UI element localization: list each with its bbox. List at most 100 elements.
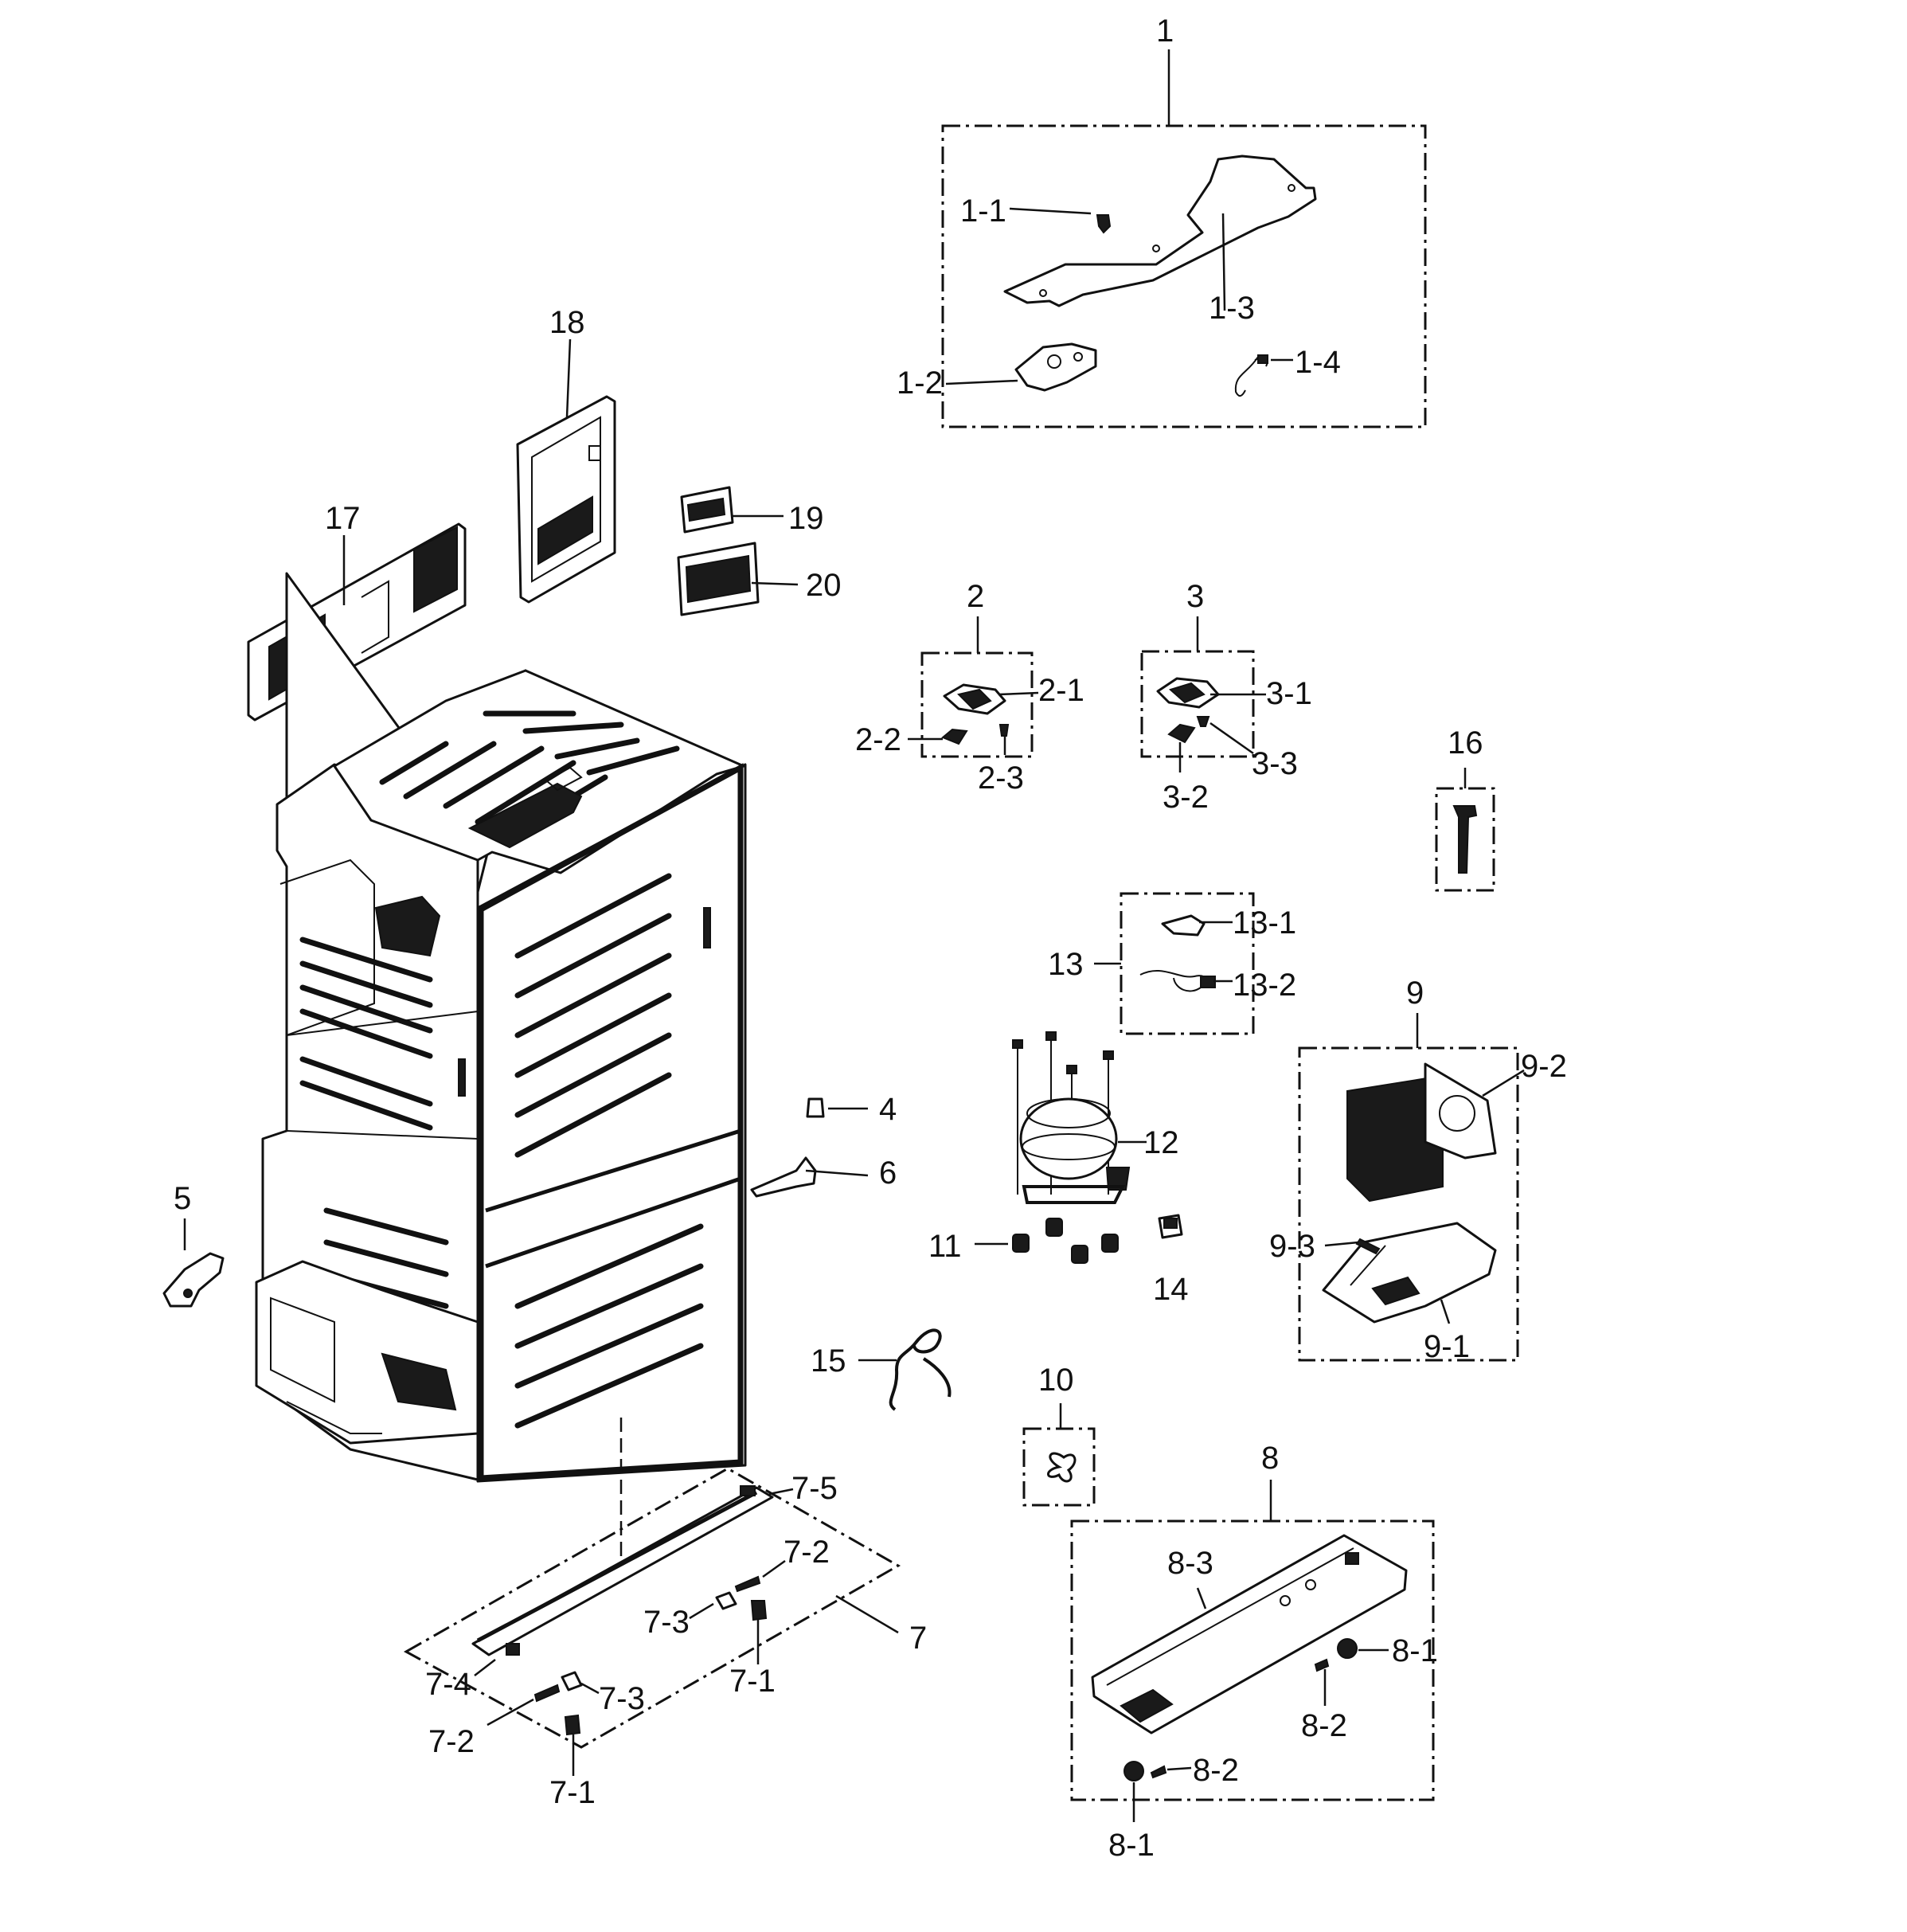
bolt-16-icon bbox=[1452, 805, 1478, 874]
label-9-2: 9-2 bbox=[1521, 1049, 1567, 1084]
group-13-boundary bbox=[1120, 892, 1255, 1035]
group-2: 2 2-1 2-2 2-3 bbox=[855, 579, 1084, 796]
group-3: 3 3-1 3-3 3-2 bbox=[1140, 579, 1312, 815]
label-8-2b: 8-2 bbox=[1193, 1753, 1239, 1788]
label-2-1: 2-1 bbox=[1038, 673, 1084, 708]
housing-9-1 bbox=[1322, 1222, 1497, 1324]
interior-grille bbox=[514, 873, 704, 1429]
hinge-block-2-2 bbox=[941, 728, 968, 745]
label-20: 20 bbox=[806, 568, 842, 603]
group-9: 9 9-2 9-3 9-1 bbox=[1269, 976, 1567, 1364]
label-3: 3 bbox=[1186, 579, 1204, 614]
label-1-2: 1-2 bbox=[897, 366, 943, 401]
hinge-block-3-2 bbox=[1167, 723, 1196, 744]
label-13: 13 bbox=[1048, 947, 1084, 982]
pin-8-2a bbox=[1314, 1658, 1330, 1672]
label-9: 9 bbox=[1406, 976, 1424, 1011]
group-17-20: 17 18 19 20 bbox=[247, 305, 842, 722]
label-1-1: 1-1 bbox=[960, 194, 1006, 229]
group-10: 10 bbox=[1022, 1363, 1096, 1507]
group-8-boundary bbox=[1070, 1519, 1435, 1801]
label-3-1: 3-1 bbox=[1266, 676, 1312, 711]
label-7-1a: 7-1 bbox=[729, 1664, 776, 1699]
label-15: 15 bbox=[811, 1343, 846, 1379]
label-1-4: 1-4 bbox=[1295, 345, 1341, 380]
label-5: 5 bbox=[174, 1181, 191, 1216]
bracket-6 bbox=[750, 1156, 817, 1198]
label-7-2a: 7-2 bbox=[784, 1535, 830, 1570]
label-7-3b: 7-3 bbox=[599, 1681, 645, 1716]
group-7-boundary bbox=[403, 1467, 901, 1749]
label-12: 12 bbox=[1143, 1125, 1179, 1160]
bracket-plate-1-3 bbox=[1003, 154, 1317, 307]
compressor-group: 12 11 bbox=[928, 1031, 1179, 1264]
label-19: 19 bbox=[788, 501, 824, 536]
label-1-3: 1-3 bbox=[1209, 291, 1255, 326]
small-parts-4-5-6: 4 6 5 bbox=[162, 1092, 897, 1308]
label-13-2: 13-2 bbox=[1233, 968, 1296, 1003]
grommet-11-icon bbox=[1012, 1234, 1030, 1253]
leveler-7-1b bbox=[564, 1714, 581, 1736]
label-2: 2 bbox=[967, 579, 984, 614]
bolt-7-2b bbox=[533, 1684, 561, 1703]
label-10: 10 bbox=[1038, 1363, 1074, 1398]
screw-2-3-icon bbox=[998, 724, 1010, 737]
group-16-boundary bbox=[1435, 787, 1495, 892]
label-11: 11 bbox=[928, 1229, 962, 1264]
group-1-boundary bbox=[941, 124, 1427, 428]
label-16: 16 bbox=[1448, 725, 1483, 761]
label-2-2: 2-2 bbox=[855, 722, 901, 757]
label-8-1b: 8-1 bbox=[1108, 1828, 1155, 1863]
screw-1-1-icon bbox=[1096, 214, 1112, 234]
label-2-3: 2-3 bbox=[978, 761, 1024, 796]
roller-8-1a bbox=[1337, 1638, 1358, 1659]
label-8: 8 bbox=[1261, 1441, 1279, 1476]
pin-8-2b bbox=[1150, 1765, 1167, 1779]
group-1: 1 1-1 1-3 1-2 1-4 bbox=[897, 14, 1427, 428]
label-3-3: 3-3 bbox=[1252, 746, 1298, 781]
refrigerator-cabinet bbox=[255, 572, 747, 1483]
group-10-boundary bbox=[1022, 1427, 1096, 1507]
label-14: 14 bbox=[1153, 1272, 1189, 1307]
label-18: 18 bbox=[549, 305, 585, 340]
label-7: 7 bbox=[909, 1621, 927, 1656]
relay-14: 14 bbox=[1153, 1214, 1189, 1307]
base-plate-8-3 bbox=[1091, 1534, 1408, 1734]
cover-13-1 bbox=[1161, 914, 1206, 937]
bracket-5 bbox=[162, 1252, 225, 1308]
label-7-2b: 7-2 bbox=[428, 1724, 475, 1759]
label-17: 17 bbox=[325, 501, 361, 536]
label-7-3a: 7-3 bbox=[643, 1605, 690, 1640]
label-13-1: 13-1 bbox=[1233, 905, 1296, 941]
group-7: 7-5 7-2 7-3 7-1 7 7-4 7-3 7-2 7-1 bbox=[403, 1418, 927, 1810]
group-13: 13-1 13-2 13 bbox=[1048, 892, 1296, 1035]
label-7-5: 7-5 bbox=[791, 1471, 838, 1506]
label-3-2: 3-2 bbox=[1163, 780, 1209, 815]
label-1: 1 bbox=[1156, 14, 1174, 49]
harness-15: 15 bbox=[811, 1328, 952, 1411]
leveler-7-1a bbox=[750, 1600, 768, 1621]
cabinet-front-frame bbox=[476, 763, 747, 1483]
label-4: 4 bbox=[879, 1092, 897, 1127]
spacer-7-3b bbox=[561, 1671, 583, 1691]
fan-blade-10-icon bbox=[1047, 1452, 1077, 1483]
label-8-1a: 8-1 bbox=[1392, 1633, 1438, 1668]
label-8-3: 8-3 bbox=[1167, 1546, 1213, 1581]
group-8: 8 8-3 8-1 8-2 8-2 8-1 bbox=[1070, 1441, 1438, 1863]
roller-8-1b bbox=[1123, 1761, 1144, 1781]
harness-13-2 bbox=[1139, 970, 1207, 992]
cap-4-icon bbox=[806, 1097, 825, 1118]
group-9-boundary bbox=[1298, 1046, 1519, 1362]
label-8-2a: 8-2 bbox=[1301, 1708, 1347, 1743]
bolt-7-2a bbox=[734, 1575, 761, 1593]
screw-3-3-icon bbox=[1196, 716, 1210, 727]
group-16: 16 bbox=[1435, 725, 1495, 892]
label-9-3: 9-3 bbox=[1269, 1229, 1315, 1264]
rail-7-5 bbox=[471, 1486, 774, 1656]
label-6: 6 bbox=[879, 1156, 897, 1191]
label-9-1: 9-1 bbox=[1424, 1329, 1470, 1364]
label-7-1b: 7-1 bbox=[549, 1775, 596, 1810]
label-7-4: 7-4 bbox=[425, 1667, 471, 1702]
spacer-7-3a bbox=[715, 1591, 737, 1610]
